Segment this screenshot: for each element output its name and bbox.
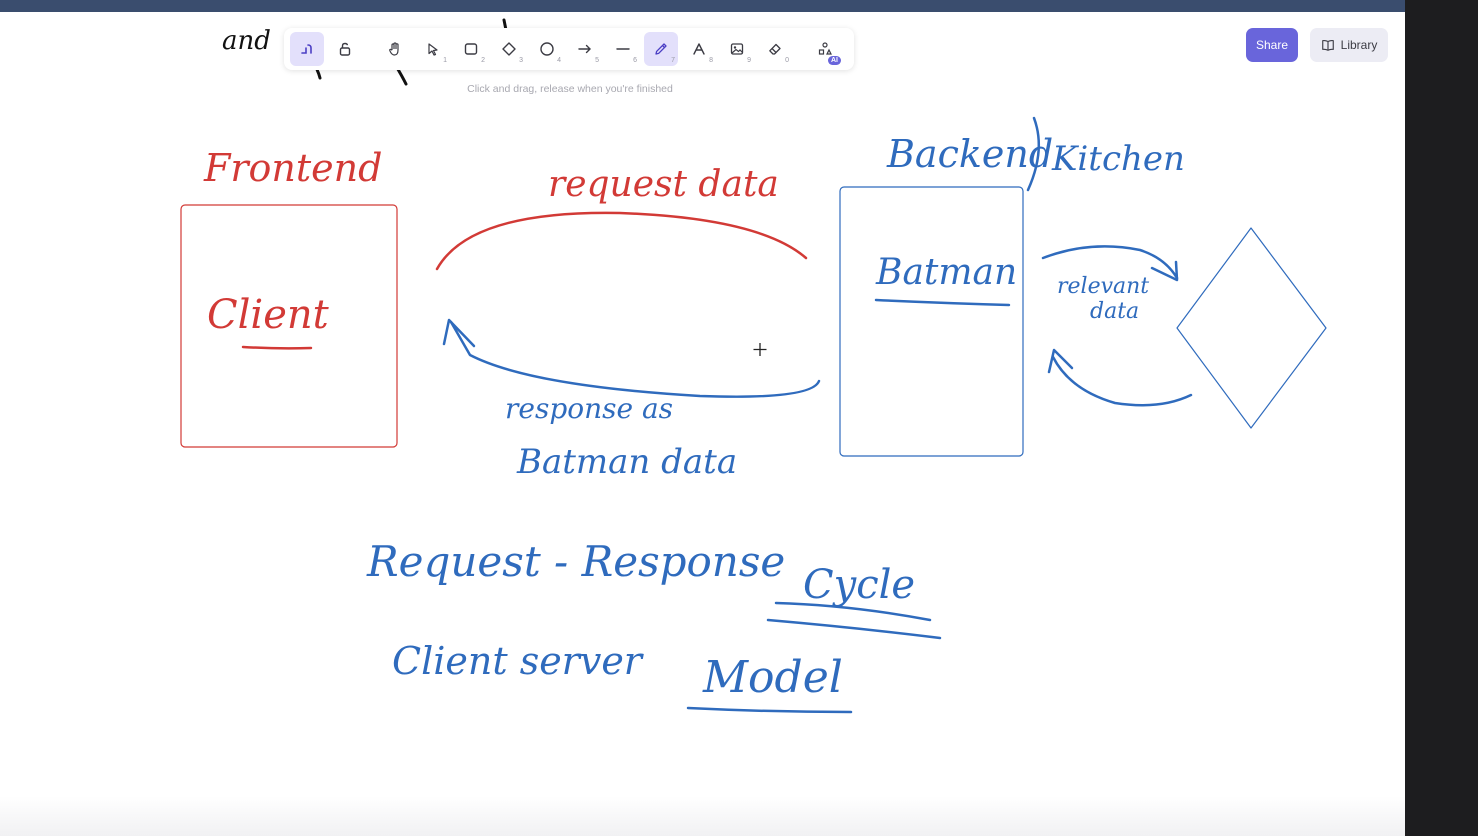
diamond-key: 3 [519,57,523,64]
crosshair-cursor-icon [753,343,767,356]
top-fragment-text: and [222,26,271,56]
kitchen-label: Kitchen [1052,139,1185,179]
image-tool-icon[interactable]: 9 [720,32,754,66]
relevant-label-line1: relevant [1057,274,1150,299]
request-data-label: request data [548,164,779,205]
client-server-text: Client server [392,639,642,683]
batman-box[interactable] [839,186,1024,457]
library-button[interactable]: Library [1310,28,1388,62]
kitchen-diamond[interactable] [1176,227,1327,429]
client-box[interactable] [180,204,398,448]
text-tool-icon[interactable]: 8 [682,32,716,66]
arrow-tool-icon[interactable]: 5 [568,32,602,66]
selection-tool-icon[interactable]: 1 [416,32,450,66]
keep-tool-active-icon[interactable] [290,32,324,66]
cycle-text: Cycle [803,562,916,608]
library-label: Library [1340,38,1378,52]
model-text: Model [703,652,843,703]
rectangle-tool-icon[interactable]: 2 [454,32,488,66]
backend-label: Backend [887,132,1054,176]
canvas-bottom-edge [0,796,1405,836]
share-button[interactable]: Share [1246,28,1298,62]
relevant-request-arrow [1041,245,1179,280]
rectangle-key: 2 [481,57,485,64]
image-key: 9 [747,57,751,64]
model-underline [686,706,853,714]
lock-icon[interactable] [328,32,362,66]
request-response-text: Request - Response [367,537,786,586]
response-arrowhead [442,318,476,348]
cycle-underline-1 [774,601,932,622]
canvas-drawing [180,18,1327,714]
response-label-line1: response as [505,392,674,425]
relevant-request-arrowhead [1150,260,1179,282]
backend-bracket [1026,116,1040,192]
request-arc [435,211,808,271]
ai-badge: AI [828,56,841,65]
diamond-tool-icon[interactable]: 3 [492,32,526,66]
client-label: Client [207,292,329,338]
frontend-label: Frontend [204,146,383,190]
response-label-line2: Batman data [517,442,738,482]
ellipse-tool-icon[interactable]: 4 [530,32,564,66]
browser-top-strip [0,0,1405,12]
more-tools-icon[interactable]: AI [808,32,842,66]
hand-tool-icon[interactable] [378,32,412,66]
whiteboard-canvas[interactable]: and Frontend Client request data respons… [0,12,1405,836]
client-underline [241,345,313,350]
cycle-underline-2 [766,618,942,640]
book-icon [1321,39,1334,51]
eraser-key: 0 [785,57,789,64]
pencil-tool-icon[interactable]: 7 [644,32,678,66]
response-arc [449,320,821,398]
relevant-response-arrow [1051,355,1193,407]
relevant-label-line2: data [1090,299,1140,324]
line-tool-icon[interactable]: 6 [606,32,640,66]
eraser-tool-icon[interactable]: 0 [758,32,792,66]
selection-key: 1 [443,57,447,64]
tool-hint-text: Click and drag, release when you're fini… [467,83,673,95]
arrow-key: 5 [595,57,599,64]
relevant-response-arrowhead [1047,348,1074,374]
shape-toolbar: 1 2 3 4 5 6 7 8 9 0 AI [284,28,854,70]
batman-underline [874,298,1011,307]
pencil-key: 7 [671,57,675,64]
batman-label: Batman [876,252,1018,293]
line-key: 6 [633,57,637,64]
ellipse-key: 4 [557,57,561,64]
text-key: 8 [709,57,713,64]
